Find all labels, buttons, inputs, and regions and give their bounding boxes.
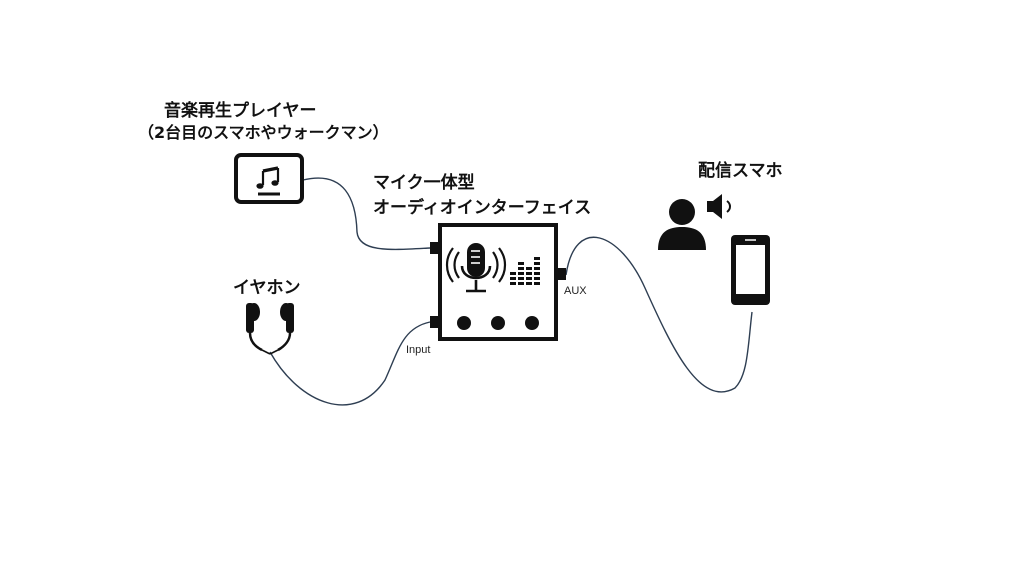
knob-3 [525, 316, 539, 330]
knob-2 [491, 316, 505, 330]
earphones-icon [246, 303, 294, 355]
streaming-phone-label: 配信スマホ [698, 161, 783, 181]
smartphone-icon [731, 235, 770, 305]
interface-label-line1: マイク一体型 [373, 173, 475, 193]
speaker-icon [707, 194, 731, 219]
interface-label-line2: オーディオインターフェイス [373, 198, 592, 218]
equalizer-icon [510, 257, 540, 285]
person-icon [658, 199, 706, 250]
input-jack-top [430, 242, 440, 254]
input-jack-bottom [430, 316, 440, 328]
cable-player-to-interface [302, 177, 431, 251]
audio-interface-icon [430, 223, 566, 341]
cable-interface-to-phone [565, 236, 753, 393]
aux-port-label: AUX [564, 285, 587, 297]
aux-jack [556, 268, 566, 280]
cable-earphones-to-interface [269, 321, 431, 406]
music-note-icon [256, 166, 280, 189]
player-label-line2: （2台目のスマホやウォークマン） [138, 123, 389, 142]
input-port-label: Input [406, 344, 431, 356]
player-icon [234, 153, 304, 204]
player-label-line1: 音楽再生プレイヤー [164, 101, 317, 121]
microphone-icon [445, 243, 507, 293]
earphones-label: イヤホン [233, 278, 301, 298]
knob-1 [457, 316, 471, 330]
